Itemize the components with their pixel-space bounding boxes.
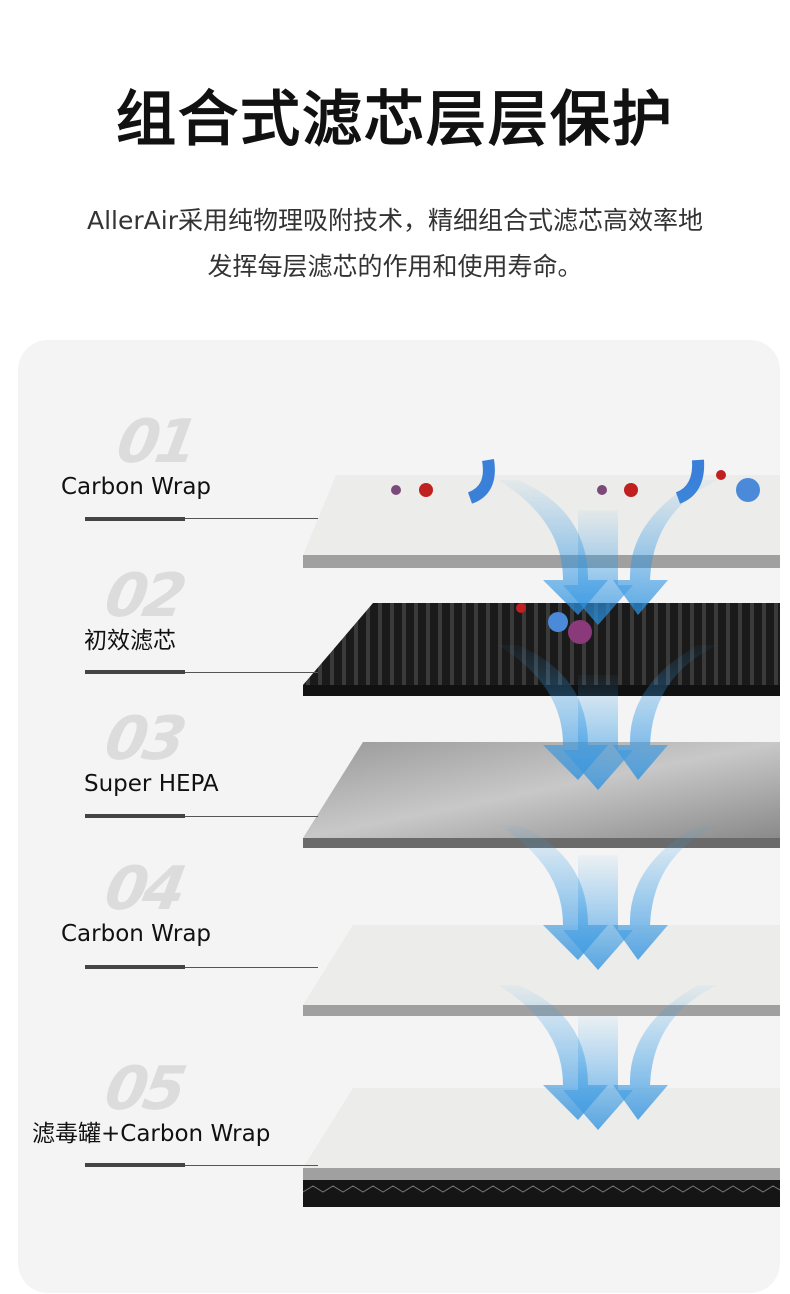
layer-number-3: 03 (99, 704, 188, 774)
layer-label-2: 初效滤芯 (84, 628, 176, 654)
layer-5-canister (302, 1088, 780, 1207)
label-leader-line (185, 672, 318, 673)
page-title: 组合式滤芯层层保护 (116, 85, 674, 155)
subtitle-line-2: 发挥每层滤芯的作用和使用寿命。 (207, 252, 583, 281)
virus-icon (391, 485, 401, 495)
layer-label-4: Carbon Wrap (61, 921, 212, 947)
label-leader-line (185, 967, 318, 968)
label-divider (85, 965, 185, 969)
layer-number-4: 04 (99, 854, 188, 924)
label-divider (85, 670, 185, 674)
filter-layers-illustration (302, 459, 780, 1207)
subtitle: AllerAir采用纯物理吸附技术，精细组合式滤芯高效率地发挥每层滤芯的作用和使… (20, 198, 770, 290)
layer-label-3: Super HEPA (84, 771, 219, 797)
pollen-icon (467, 459, 495, 504)
label-leader-line (185, 816, 318, 817)
label-leader-line (185, 1165, 318, 1166)
filter-layers-card: 01 Carbon Wrap 02 初效滤芯 03 Super HEPA 04 … (18, 340, 780, 1293)
layer-label-1: Carbon Wrap (61, 474, 212, 500)
layer-2-prefilter (303, 603, 780, 696)
bacteria-icon (419, 483, 433, 497)
layer-3-super-hepa (303, 742, 780, 848)
label-leader-line (185, 518, 318, 519)
layer-number-2: 02 (99, 561, 188, 631)
label-divider (85, 1163, 185, 1167)
layer-label-5: 滤毒罐+Carbon Wrap (32, 1121, 271, 1147)
airflow-arrows (498, 480, 718, 1130)
label-divider (85, 517, 185, 521)
layer-number-1: 01 (111, 407, 200, 477)
layer-number-5: 05 (99, 1054, 188, 1124)
label-divider (85, 814, 185, 818)
subtitle-line-1: AllerAir采用纯物理吸附技术，精细组合式滤芯高效率地 (87, 206, 703, 235)
